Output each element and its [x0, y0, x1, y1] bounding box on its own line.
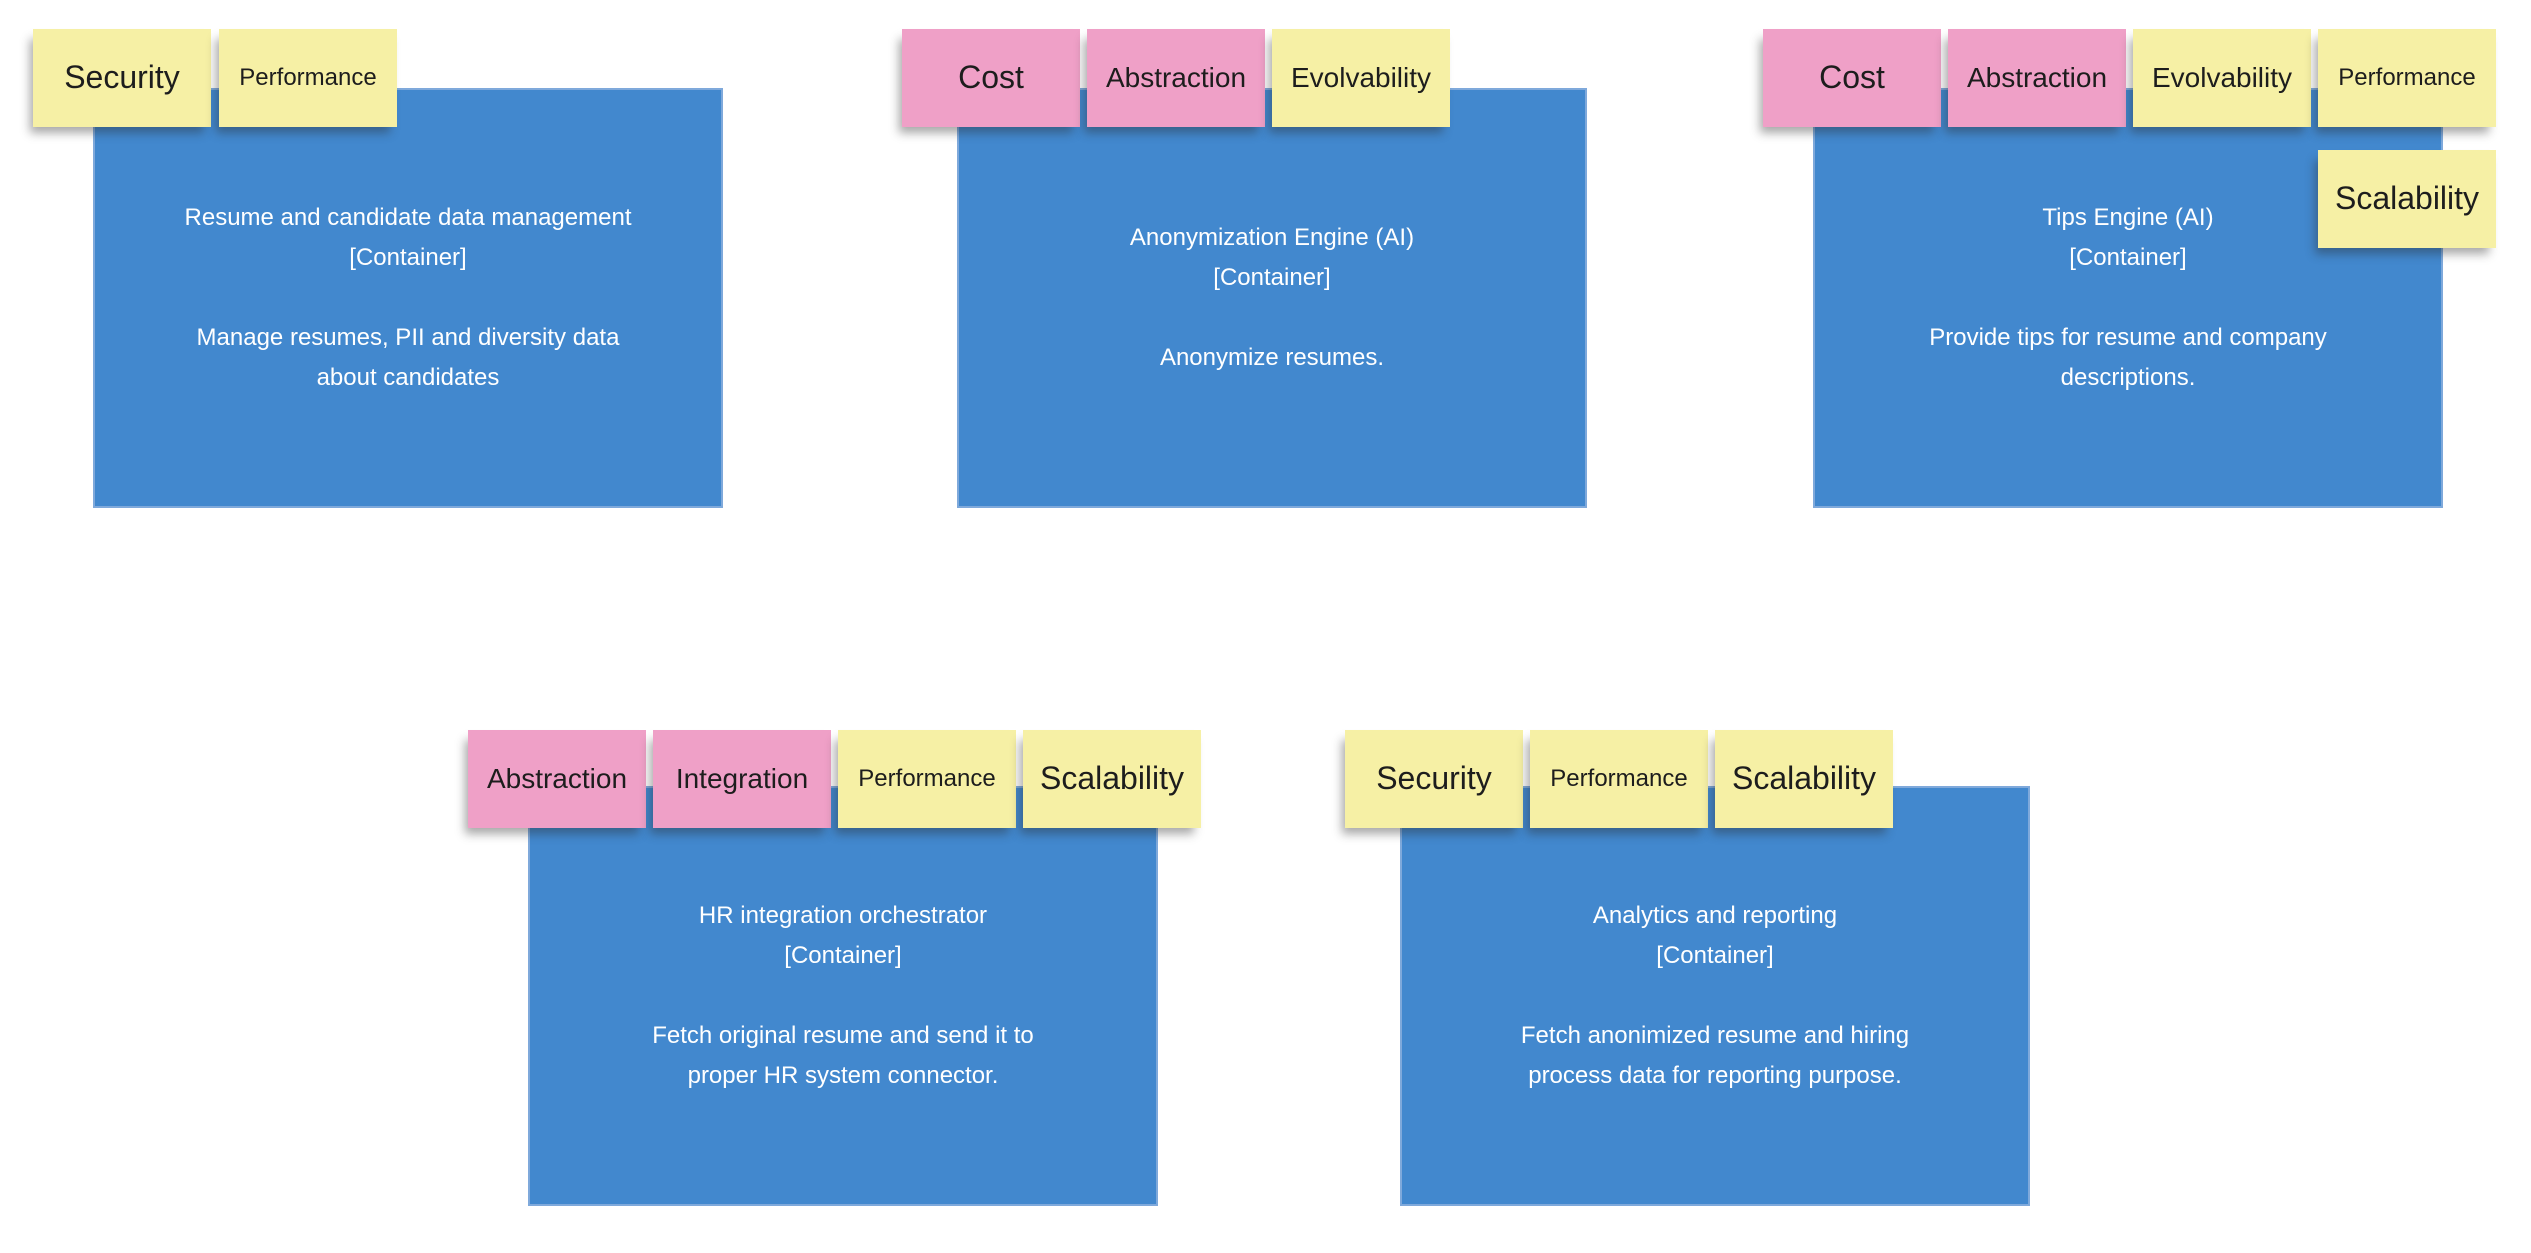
sticky-note-integration[interactable]: Integration	[653, 730, 831, 828]
sticky-note-scalability[interactable]: Scalability	[2318, 150, 2496, 248]
container-subtitle: [Container]	[2069, 244, 2187, 271]
container-description: Fetch original resume and send it to pro…	[652, 1022, 1034, 1089]
container-description: Manage resumes, PII and diversity data a…	[196, 324, 620, 391]
sticky-note-evolvability[interactable]: Evolvability	[1272, 29, 1450, 127]
sticky-note-abstraction[interactable]: Abstraction	[1087, 29, 1265, 127]
sticky-note-security[interactable]: Security	[33, 29, 211, 127]
sticky-note-label: Cost	[958, 59, 1024, 96]
sticky-note-label: Abstraction	[1966, 61, 2108, 93]
sticky-note-abstraction[interactable]: Abstraction	[1948, 29, 2126, 127]
sticky-note-label: Evolvability	[1290, 61, 1432, 93]
sticky-note-label: Cost	[1819, 59, 1885, 96]
sticky-note-label: Scalability	[1039, 760, 1185, 797]
container-box-resume-data[interactable]: Resume and candidate data management [Co…	[93, 88, 723, 508]
container-description: Provide tips for resume and company desc…	[1929, 324, 2327, 391]
sticky-note-performance[interactable]: Performance	[1530, 730, 1708, 828]
container-title: Anonymization Engine (AI)	[1129, 224, 1415, 251]
sticky-note-performance[interactable]: Performance	[838, 730, 1016, 828]
sticky-note-evolvability[interactable]: Evolvability	[2133, 29, 2311, 127]
sticky-note-performance[interactable]: Performance	[2318, 29, 2496, 127]
sticky-note-label: Scalability	[1731, 760, 1877, 797]
sticky-note-security[interactable]: Security	[1345, 730, 1523, 828]
container-title: Tips Engine (AI)	[2042, 204, 2214, 231]
sticky-note-label: Performance	[858, 764, 996, 792]
container-box-anonymization-engine[interactable]: Anonymization Engine (AI) [Container] An…	[957, 88, 1587, 508]
container-subtitle: [Container]	[1656, 942, 1774, 969]
sticky-note-label: Scalability	[2334, 180, 2480, 217]
sticky-note-scalability[interactable]: Scalability	[1715, 730, 1893, 828]
sticky-note-cost[interactable]: Cost	[902, 29, 1080, 127]
sticky-note-label: Security	[64, 59, 180, 96]
sticky-note-label: Performance	[1550, 764, 1688, 792]
container-subtitle: [Container]	[349, 244, 467, 271]
sticky-note-performance[interactable]: Performance	[219, 29, 397, 127]
sticky-note-label: Performance	[2338, 63, 2476, 91]
sticky-note-label: Evolvability	[2151, 61, 2293, 93]
sticky-note-abstraction[interactable]: Abstraction	[468, 730, 646, 828]
sticky-note-label: Integration	[675, 762, 809, 794]
container-description: Anonymize resumes.	[1159, 344, 1385, 371]
container-title: Resume and candidate data management	[184, 204, 632, 231]
container-box-hr-orchestrator[interactable]: HR integration orchestrator [Container] …	[528, 786, 1158, 1206]
sticky-note-scalability[interactable]: Scalability	[1023, 730, 1201, 828]
container-box-analytics-reporting[interactable]: Analytics and reporting [Container] Fetc…	[1400, 786, 2030, 1206]
sticky-note-label: Performance	[239, 63, 377, 91]
sticky-note-label: Abstraction	[1105, 61, 1247, 93]
sticky-note-label: Security	[1376, 760, 1492, 797]
container-subtitle: [Container]	[784, 942, 902, 969]
container-title: HR integration orchestrator	[698, 902, 988, 929]
sticky-note-cost[interactable]: Cost	[1763, 29, 1941, 127]
container-description: Fetch anonimized resume and hiring proce…	[1520, 1022, 1910, 1089]
container-subtitle: [Container]	[1213, 264, 1331, 291]
container-title: Analytics and reporting	[1592, 902, 1838, 929]
sticky-note-label: Abstraction	[486, 762, 628, 794]
